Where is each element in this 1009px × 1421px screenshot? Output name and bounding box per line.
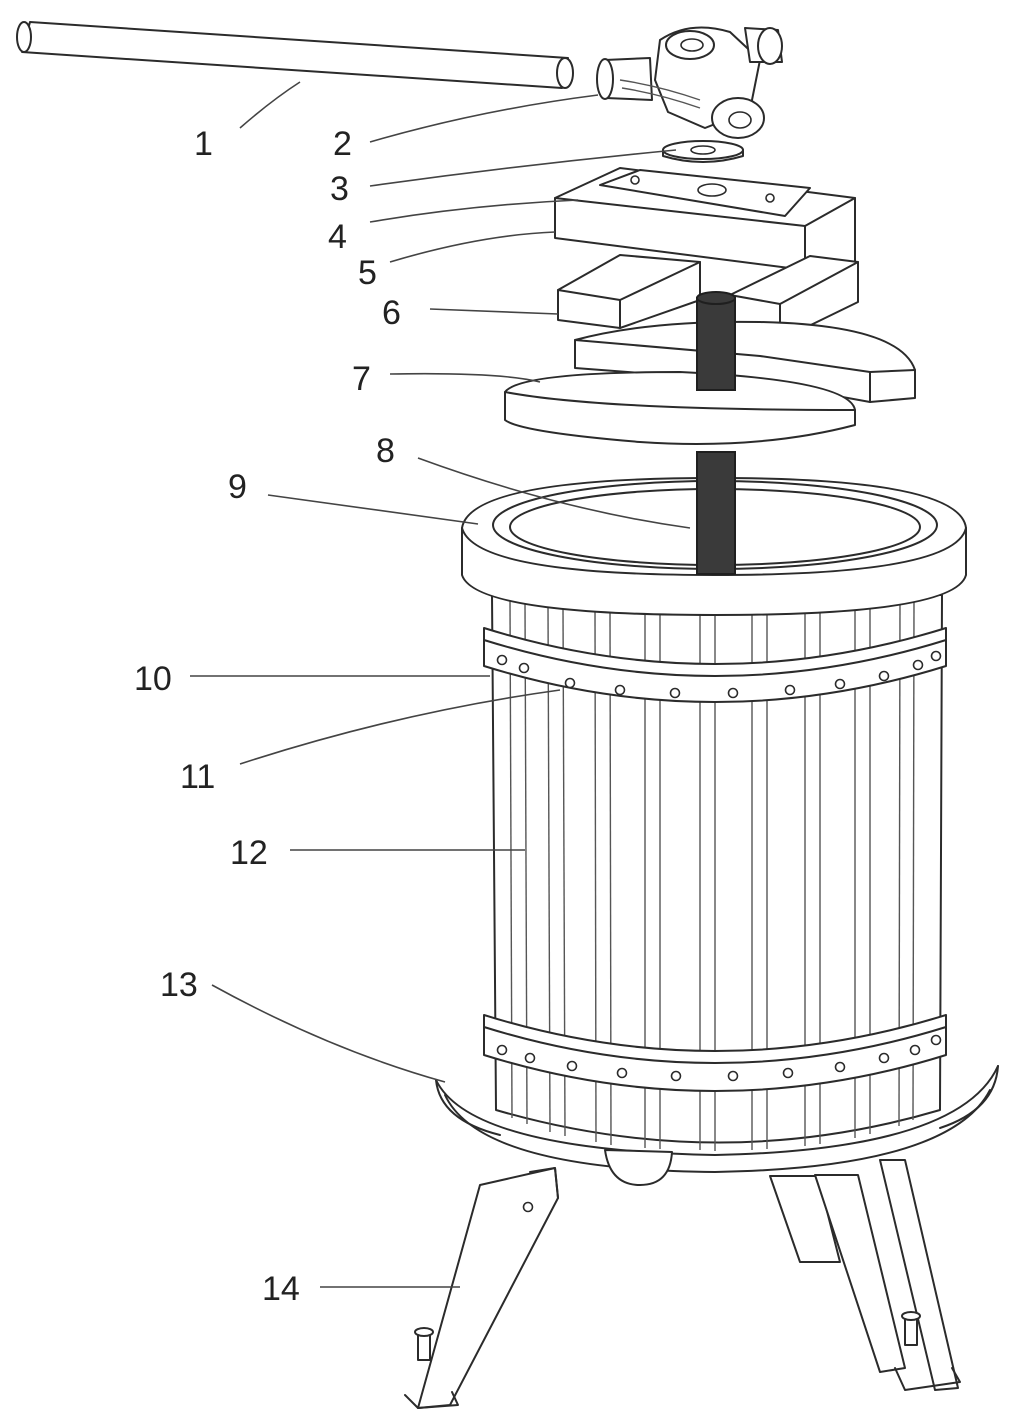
label-7: 7 (352, 360, 371, 398)
label-2: 2 (333, 125, 352, 163)
hoop-rivets-upper (496, 650, 942, 699)
part-numbers: 1 2 3 4 5 6 7 8 9 10 11 12 13 14 (134, 125, 401, 1308)
part-half-blocks (504, 320, 916, 445)
label-10: 10 (134, 660, 172, 698)
part-top-rim (461, 451, 967, 616)
part-ratchet-head (596, 26, 783, 139)
label-5: 5 (358, 254, 377, 292)
label-11: 11 (180, 758, 215, 796)
label-4: 4 (328, 218, 347, 256)
leader-lines (190, 81, 691, 1288)
label-13: 13 (160, 966, 198, 1004)
part-top-block (554, 167, 856, 271)
part-legs (404, 1159, 961, 1409)
part-base-tray (435, 1065, 999, 1186)
part-lower-hoop (483, 1014, 947, 1092)
label-8: 8 (376, 432, 395, 470)
label-1: 1 (194, 125, 213, 163)
hoop-rivets-lower (496, 1034, 942, 1082)
label-6: 6 (382, 294, 401, 332)
label-12: 12 (230, 834, 268, 872)
label-3: 3 (330, 170, 349, 208)
part-washer (662, 140, 744, 163)
label-9: 9 (228, 468, 247, 506)
part-handle-bar (16, 21, 574, 89)
label-14: 14 (262, 1270, 300, 1308)
part-upper-hoop (483, 627, 947, 703)
